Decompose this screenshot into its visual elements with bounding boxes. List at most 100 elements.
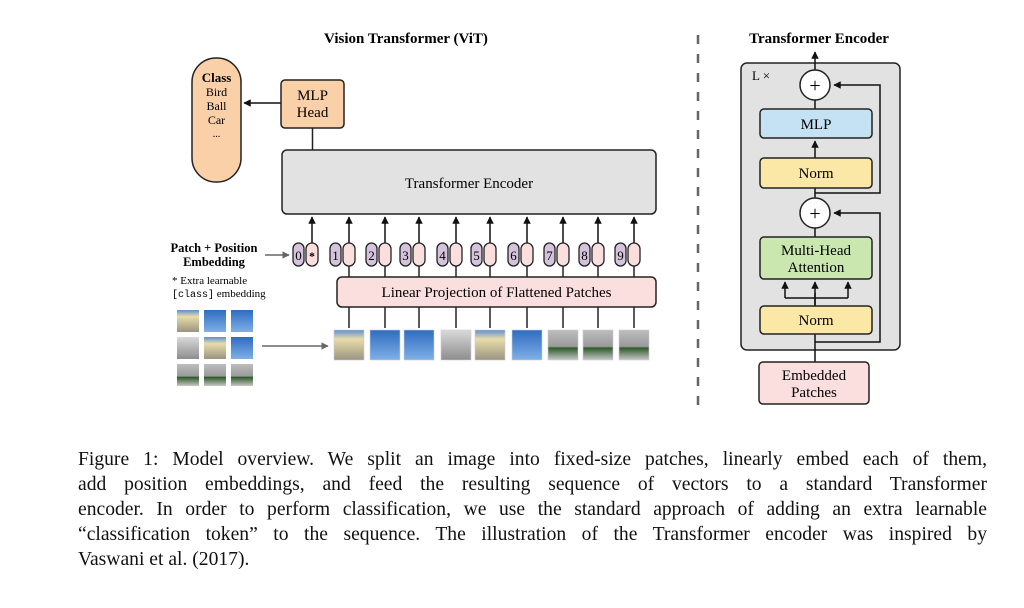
patch-position-label: Embedding [183, 255, 246, 269]
embedded-patches-label: Embedded [782, 368, 847, 384]
class-title: Class [202, 70, 232, 85]
position-embedding-token [543, 242, 556, 267]
class-token-marker: * [309, 249, 315, 263]
position-embedding-token [399, 242, 412, 267]
image-patch [582, 329, 614, 361]
image-patch [403, 329, 435, 361]
patch-embedding-token [483, 242, 497, 267]
image-patch [474, 329, 506, 361]
position-index: 4 [439, 248, 446, 263]
patch-embedding-token [342, 242, 356, 267]
class-item: Bird [206, 85, 227, 99]
patch-image [619, 330, 649, 360]
norm-label: Norm [799, 313, 834, 329]
norm-box-top: Norm [759, 157, 873, 189]
image-patch [369, 329, 401, 361]
image-patch [618, 329, 650, 361]
embedded-patches-box: Embedded Patches [758, 361, 870, 405]
patch-position-label: Patch + Position [171, 241, 258, 255]
patch-embedding-token [378, 242, 392, 267]
add-node-top: + [799, 69, 831, 101]
source-image-tile [177, 337, 199, 359]
position-embedding-token [292, 242, 305, 267]
source-image-tile [177, 364, 199, 386]
token-pair: 6 [507, 216, 534, 277]
patch-image [370, 330, 400, 360]
patch-image [583, 330, 613, 360]
patch-image [441, 330, 471, 360]
mlp-head-box: MLP Head [280, 79, 345, 129]
encoder-detail-title: Transformer Encoder [749, 31, 889, 47]
source-image-tile [231, 364, 253, 386]
token-pair: 1 [329, 216, 356, 277]
residual-connection-bottom [815, 209, 881, 343]
caption-line: Figure 1: Model overview. We split an im… [78, 449, 987, 470]
patch-image [548, 330, 578, 360]
patch-sequence [333, 307, 650, 361]
linear-projection-label: Linear Projection of Flattened Patches [382, 285, 612, 301]
caption-line: encoder. In order to perform classificat… [78, 499, 987, 520]
attention-label: Attention [788, 260, 845, 276]
position-embedding-token [578, 242, 591, 267]
position-embedding-token [470, 242, 483, 267]
position-index: 8 [581, 248, 588, 263]
caption-line: add position embeddings, and feed the re… [78, 474, 987, 495]
source-image-tile [177, 310, 199, 332]
linear-projection-box: Linear Projection of Flattened Patches [336, 276, 657, 308]
figure-caption: Figure 1: Model overview. We split an im… [78, 447, 987, 572]
position-embedding-token [365, 242, 378, 267]
position-index: 1 [332, 248, 339, 263]
mlp-label: MLP [801, 117, 832, 133]
position-index: 7 [546, 248, 553, 263]
patch-embedding-token [591, 242, 605, 267]
image-patch [547, 329, 579, 361]
transformer-encoder-box: Transformer Encoder [281, 149, 657, 215]
token-pair: 4 [436, 216, 463, 277]
residual-connection-top [815, 81, 881, 194]
token-pair: 3 [399, 216, 426, 277]
patch-image [475, 330, 505, 360]
repeat-label: L × [752, 68, 770, 83]
position-index: 0 [295, 248, 302, 263]
class-code: [class] [172, 289, 214, 301]
image-patch [333, 329, 365, 361]
position-index: 9 [617, 248, 624, 263]
patch-image [404, 330, 434, 360]
position-index: 5 [473, 248, 480, 263]
plus-icon: + [809, 203, 820, 225]
class-output-box: Class Bird Ball Car ... [191, 57, 242, 183]
extra-learnable-note: * Extra learnable [172, 275, 247, 287]
extra-learnable-note-2: [class] embedding [172, 288, 266, 301]
image-patch [440, 329, 472, 361]
patch-embedding-token [412, 242, 426, 267]
patch-embedding-token [305, 242, 319, 267]
patch-embedding-token [627, 242, 641, 267]
source-image-tile [204, 364, 226, 386]
token-pair: 8 [578, 216, 605, 277]
position-index: 2 [368, 248, 375, 263]
mlp-head-label: MLP [297, 88, 328, 104]
embedded-patches-label: Patches [791, 385, 837, 401]
position-embedding-token [614, 242, 627, 267]
source-image-tile [204, 310, 226, 332]
mlp-head-label: Head [297, 105, 329, 121]
token-pair: 7 [543, 216, 570, 277]
mlp-box: MLP [759, 108, 873, 139]
patch-embedding-token [520, 242, 534, 267]
image-patch [511, 329, 543, 361]
add-node-bottom: + [799, 197, 831, 229]
patch-embedding-token [449, 242, 463, 267]
plus-icon: + [809, 75, 820, 97]
position-index: 6 [510, 248, 517, 263]
patch-image [512, 330, 542, 360]
token-pair: 0* [292, 216, 319, 267]
source-image-tile [204, 337, 226, 359]
transformer-encoder-label: Transformer Encoder [405, 176, 533, 192]
attention-box: Multi-Head Attention [759, 236, 873, 280]
position-embedding-token [436, 242, 449, 267]
source-image-tile [231, 337, 253, 359]
patch-image [334, 330, 364, 360]
class-item: Car [208, 113, 225, 127]
position-embedding-token [507, 242, 520, 267]
